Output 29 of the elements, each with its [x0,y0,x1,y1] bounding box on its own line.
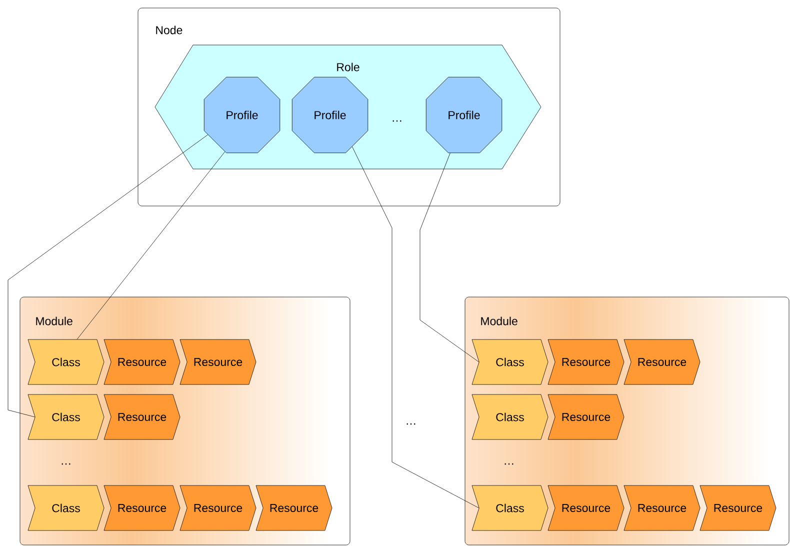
class-block: Class [28,394,104,440]
octagon: Profile [292,76,368,154]
class-block: Class [472,339,548,385]
resource-block: Resource [548,339,624,385]
resource-block: Resource [180,339,256,385]
ellipsis: … [504,463,514,465]
class-block: Class [28,339,104,385]
class-block: Class [472,485,548,531]
ellipsis: … [406,423,416,425]
octagon: Profile [204,76,280,154]
resource-block: Resource [104,394,180,440]
resource-block: Resource [256,485,332,531]
ellipsis: … [392,120,402,122]
connector-line [420,152,480,362]
resource-block: Resource [700,485,776,531]
resource-block: Resource [104,339,180,385]
octagon: Profile [426,76,502,154]
class-block: Class [472,394,548,440]
resource-block: Resource [104,485,180,531]
connector-line [8,134,208,418]
resource-block: Resource [548,394,624,440]
resource-block: Resource [624,485,700,531]
resource-block: Resource [624,339,700,385]
connector-line [76,152,226,340]
ellipsis: … [62,463,70,465]
connector-line [352,146,480,508]
resource-block: Resource [548,485,624,531]
resource-block: Resource [180,485,256,531]
class-block: Class [28,485,104,531]
